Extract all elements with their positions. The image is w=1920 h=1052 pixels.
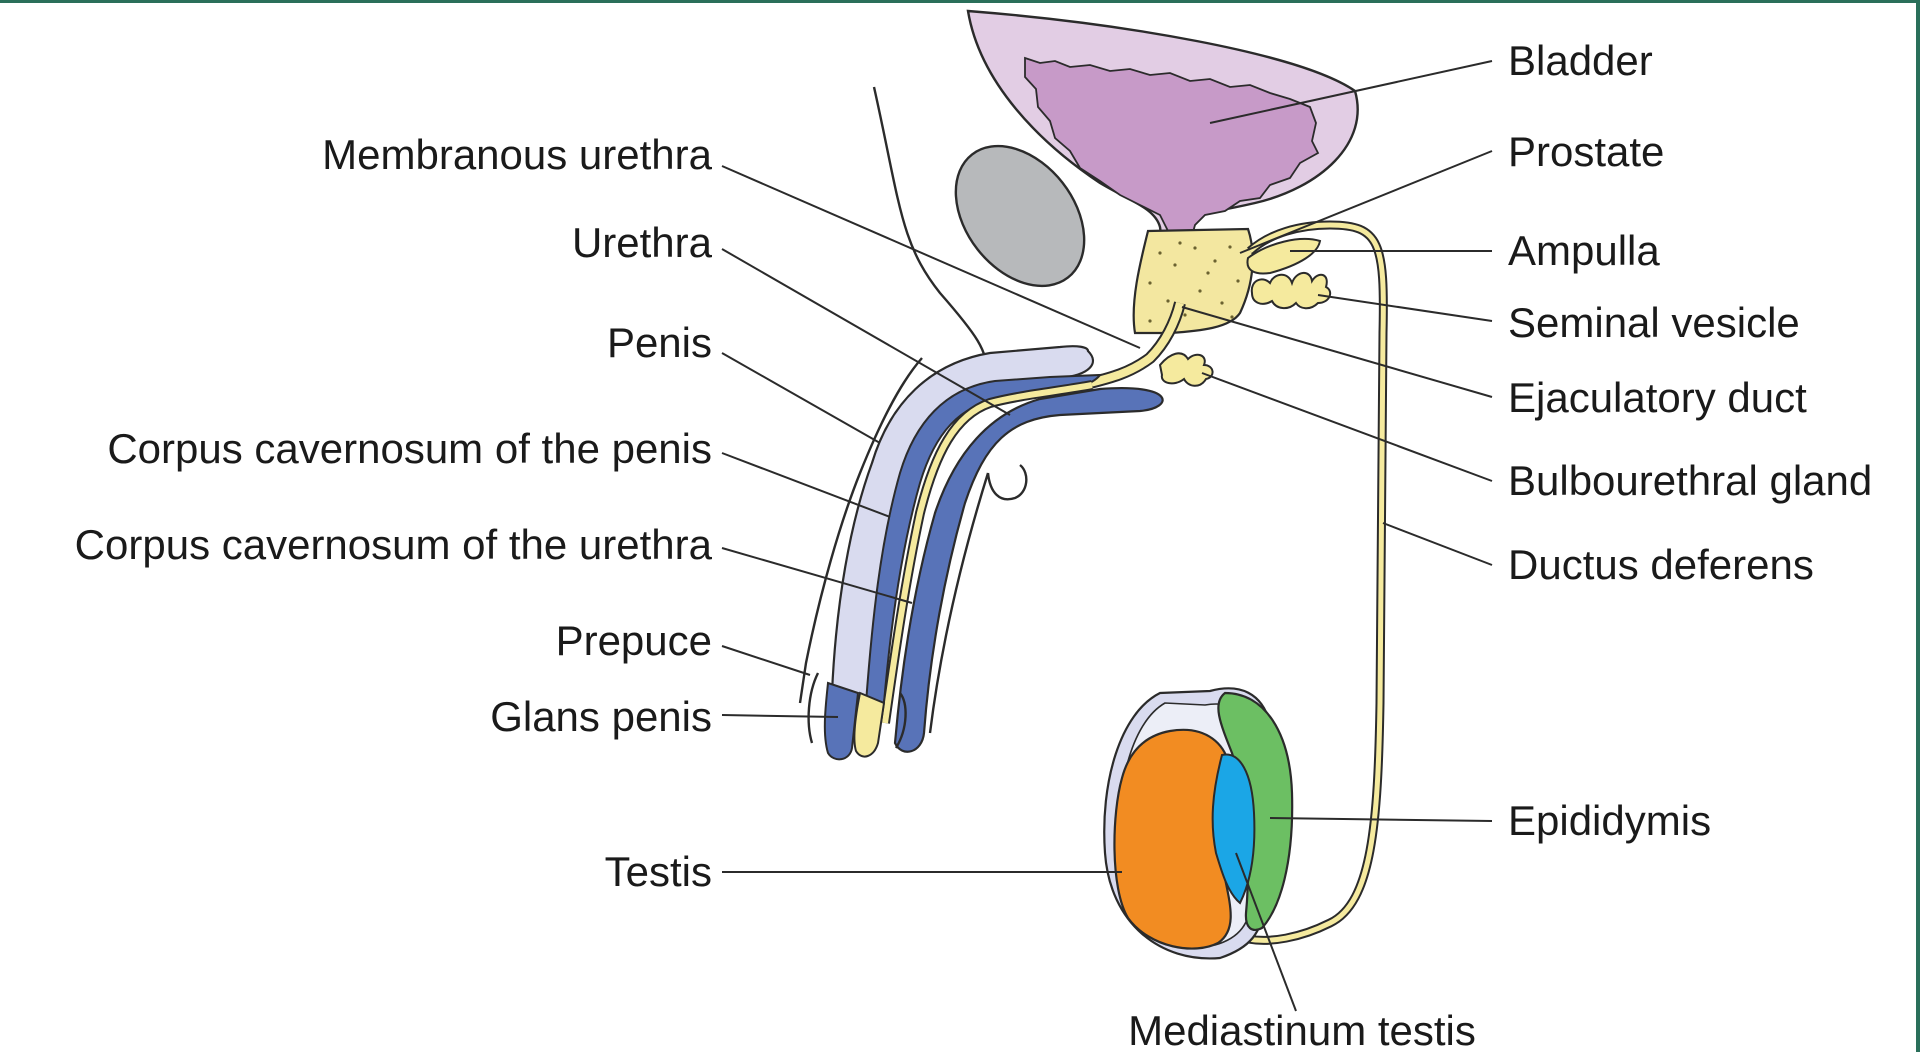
label-prepuce: Prepuce: [556, 617, 712, 664]
label-corpus-cavernosum-urethra: Corpus cavernosum of the urethra: [75, 521, 713, 568]
label-ductus-deferens: Ductus deferens: [1508, 541, 1814, 588]
glans-penis: [825, 683, 858, 759]
leader-seminal-vesicle: [1318, 295, 1492, 321]
leader-prepuce: [722, 646, 810, 675]
label-glans-penis: Glans penis: [490, 693, 712, 740]
label-prostate: Prostate: [1508, 128, 1664, 175]
label-ampulla: Ampulla: [1508, 227, 1660, 274]
anatomy-diagram: Membranous urethra Urethra Penis Corpus …: [0, 3, 1920, 1052]
leader-epididymis: [1270, 818, 1492, 821]
prostate: [1134, 229, 1253, 333]
frame-border: [1916, 0, 1920, 1052]
label-mediastinum-testis: Mediastinum testis: [1128, 1007, 1476, 1052]
leader-urethra: [722, 249, 1010, 415]
leader-penis: [722, 353, 880, 443]
label-corpus-cavernosum-penis: Corpus cavernosum of the penis: [107, 425, 712, 472]
seminal-vesicle: [1252, 273, 1330, 308]
glans-urethra: [854, 693, 884, 757]
label-urethra: Urethra: [572, 219, 713, 266]
diagram-canvas: Membranous urethra Urethra Penis Corpus …: [0, 3, 1920, 1052]
leader-ductus-deferens: [1383, 523, 1492, 565]
label-testis: Testis: [605, 848, 712, 895]
bulbourethral-gland: [1160, 353, 1213, 385]
label-ejaculatory-duct: Ejaculatory duct: [1508, 374, 1807, 421]
leader-bulbourethral: [1202, 373, 1492, 481]
label-penis: Penis: [607, 319, 712, 366]
label-epididymis: Epididymis: [1508, 797, 1711, 844]
label-bladder: Bladder: [1508, 37, 1653, 84]
label-bulbourethral-gland: Bulbourethral gland: [1508, 457, 1872, 504]
prepuce: [809, 673, 818, 743]
leader-glans: [722, 715, 838, 717]
label-seminal-vesicle: Seminal vesicle: [1508, 299, 1800, 346]
label-membranous-urethra: Membranous urethra: [322, 131, 712, 178]
